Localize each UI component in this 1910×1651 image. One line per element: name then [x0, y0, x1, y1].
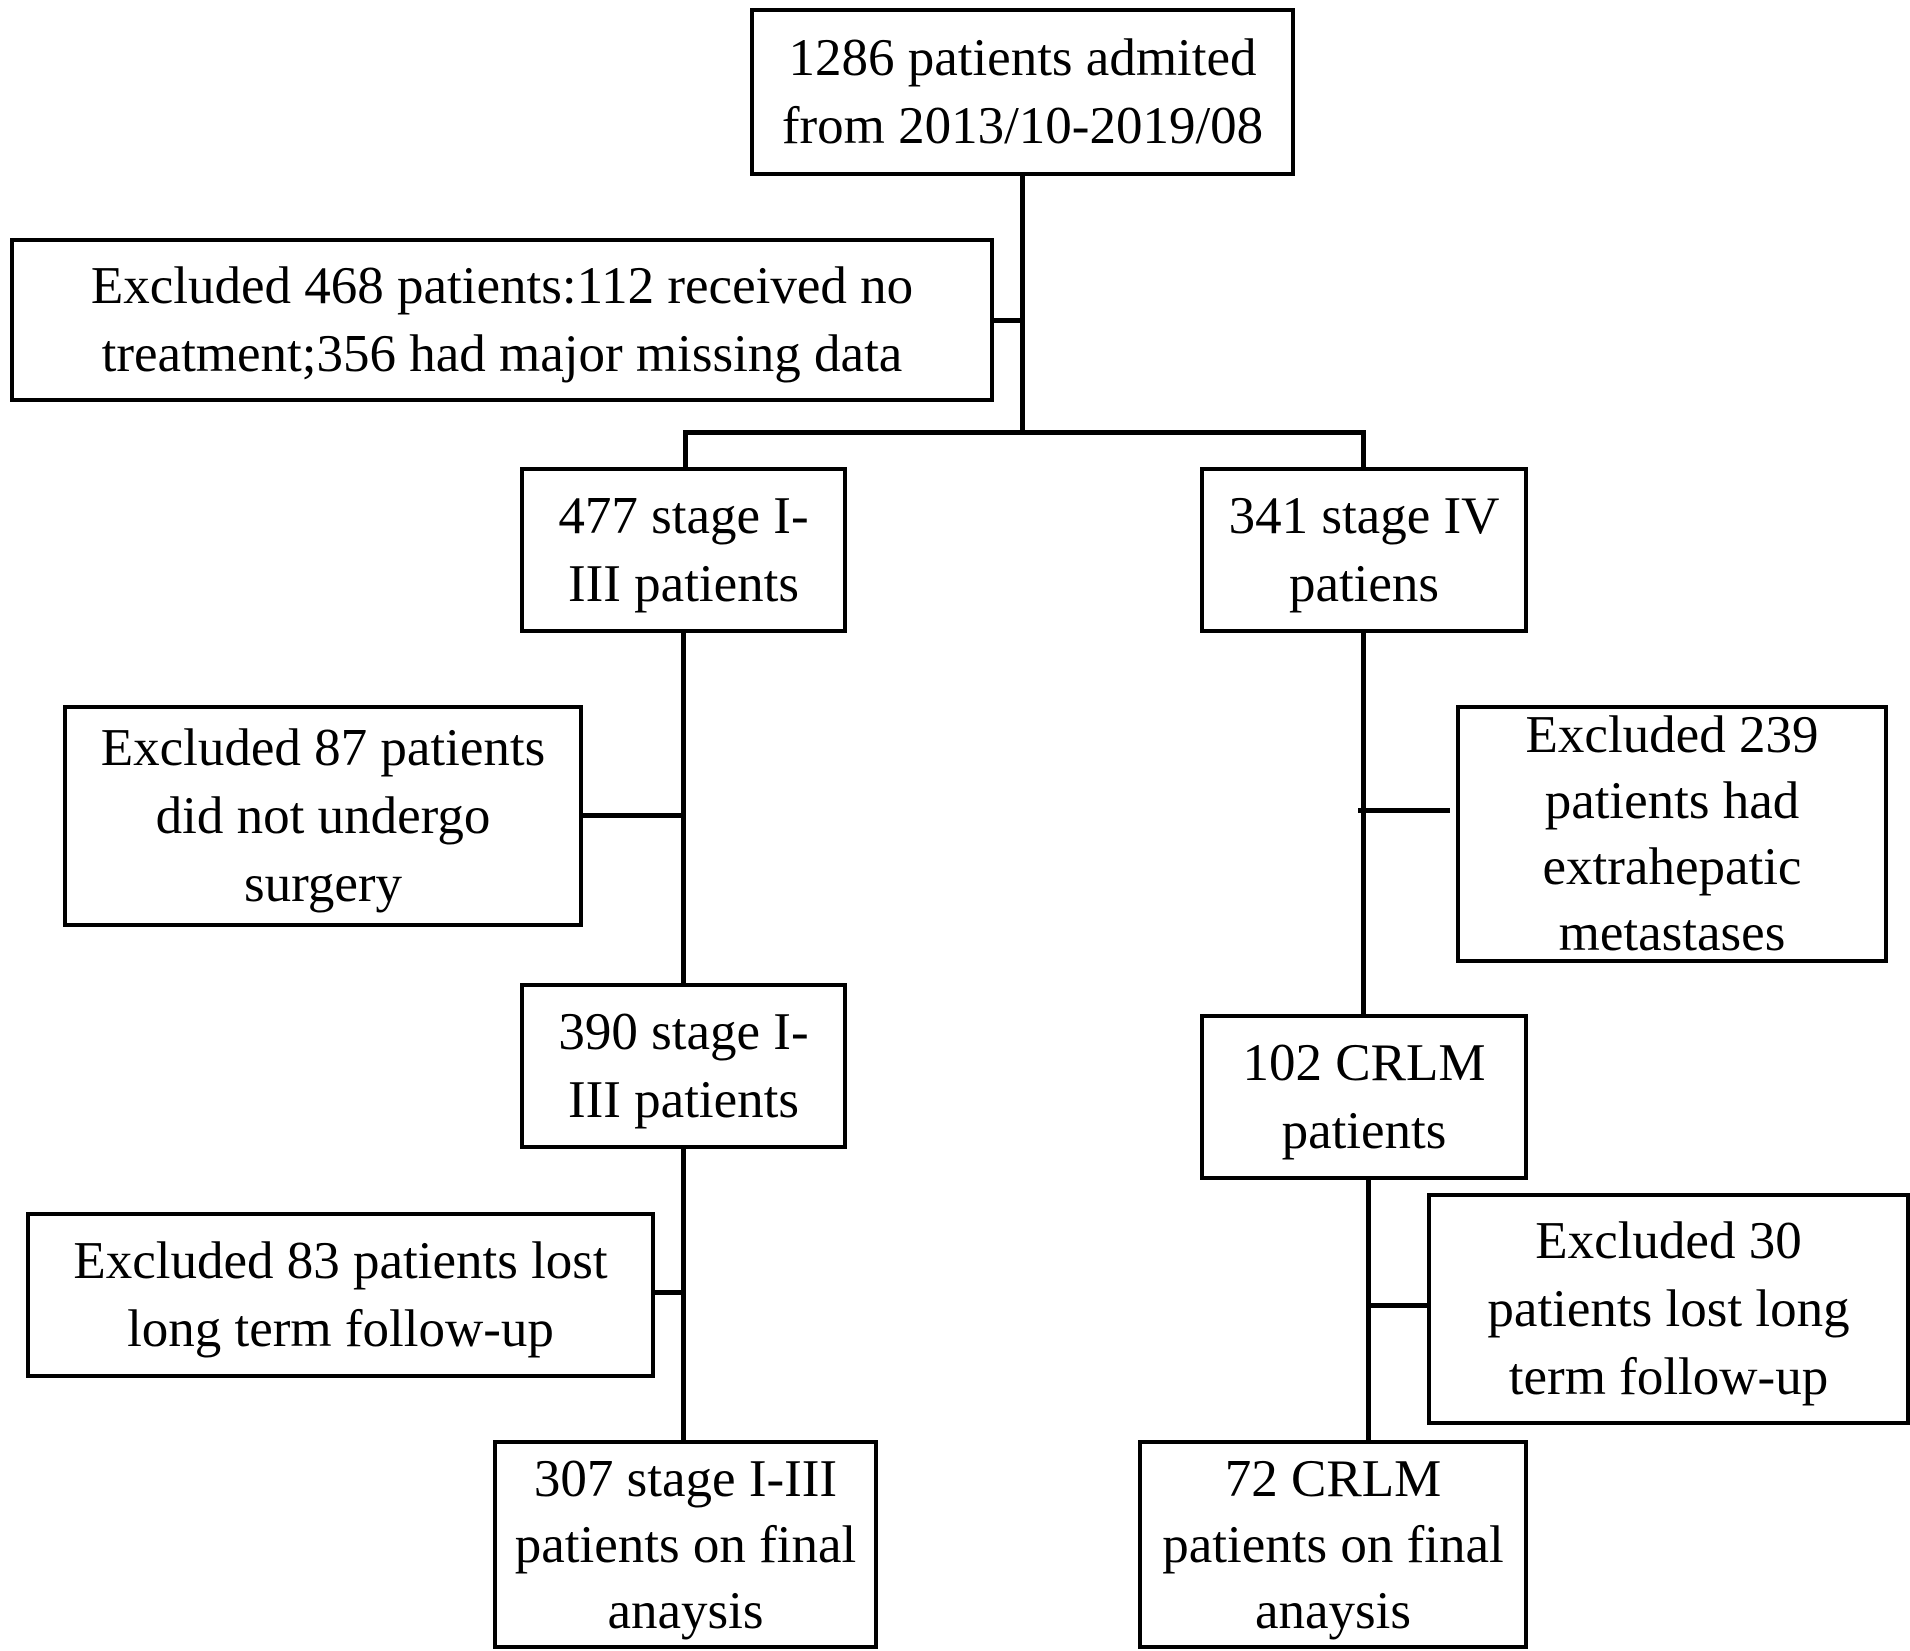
box-exclusion-initial: Excluded 468 patients:112 received no tr… [10, 238, 994, 402]
box-line: III patients [567, 1071, 800, 1129]
box-line: patiens [1288, 555, 1440, 613]
connector-right-branch-drop [1361, 430, 1366, 470]
box-line: metastases [1558, 904, 1786, 962]
box-line: anaysis [1254, 1581, 1412, 1640]
box-stage-iv-341: 341 stage IV patiens [1200, 467, 1528, 633]
connector-right-vertical-1 [1361, 630, 1366, 1017]
box-line: patients [1281, 1102, 1447, 1160]
box-line: surgery [244, 855, 402, 913]
box-line: Excluded 83 patients lost [73, 1232, 608, 1290]
connector-left-branch-drop [683, 430, 688, 470]
box-stage-i-iii-390: 390 stage I- III patients [520, 983, 847, 1149]
connector-right-exclusion-extrahepatic [1358, 808, 1450, 813]
box-line: Excluded 468 patients:112 received no [90, 257, 914, 315]
box-stage-i-iii-477: 477 stage I- III patients [520, 467, 847, 633]
box-line: patients on final [1162, 1515, 1504, 1574]
connector-branch-horizontal [683, 430, 1366, 435]
box-line: patients had [1544, 772, 1800, 830]
box-exclusion-extrahepatic: Excluded 239 patients had extrahepatic m… [1456, 705, 1888, 963]
box-line: Excluded 87 patients [100, 719, 546, 777]
box-line: long term follow-up [127, 1300, 554, 1358]
box-final-crlm: 72 CRLM patients on final anaysis [1138, 1440, 1528, 1649]
box-line: 390 stage I- [558, 1003, 809, 1061]
box-line: III patients [567, 555, 800, 613]
box-exclusion-surgery: Excluded 87 patients did not undergo sur… [63, 705, 583, 927]
box-line: Excluded 30 [1535, 1212, 1802, 1270]
box-line: 72 CRLM [1224, 1449, 1442, 1508]
box-exclusion-followup-left: Excluded 83 patients lost long term foll… [26, 1212, 655, 1378]
connector-top-vertical [1020, 172, 1025, 434]
connector-left-vertical-1 [681, 630, 686, 984]
box-line: 1286 patients admited [788, 29, 1257, 87]
box-line: 341 stage IV [1228, 487, 1500, 545]
box-exclusion-followup-right: Excluded 30 patients lost long term foll… [1427, 1193, 1910, 1425]
box-line: 102 CRLM [1242, 1034, 1486, 1092]
box-line: treatment;356 had major missing data [101, 325, 903, 383]
box-line: Excluded 239 [1525, 706, 1819, 764]
box-line: patients lost long [1487, 1280, 1850, 1338]
box-line: did not undergo [155, 787, 491, 845]
box-line: anaysis [607, 1581, 764, 1640]
box-line: from 2013/10-2019/08 [781, 97, 1264, 155]
connector-left-exclusion-followup [650, 1290, 686, 1295]
box-line: 307 stage I-III [533, 1449, 838, 1508]
connector-left-exclusion-surgery [578, 813, 686, 818]
connector-exclusion-initial [990, 318, 1025, 323]
box-crlm-102: 102 CRLM patients [1200, 1014, 1528, 1180]
box-line: patients on final [514, 1515, 857, 1574]
box-line: extrahepatic [1542, 838, 1802, 896]
box-line: term follow-up [1508, 1348, 1829, 1406]
box-final-stage-i-iii: 307 stage I-III patients on final anaysi… [493, 1440, 878, 1649]
box-patients-admitted: 1286 patients admited from 2013/10-2019/… [750, 8, 1295, 176]
connector-right-exclusion-followup [1366, 1303, 1430, 1308]
box-line: 477 stage I- [558, 487, 809, 545]
